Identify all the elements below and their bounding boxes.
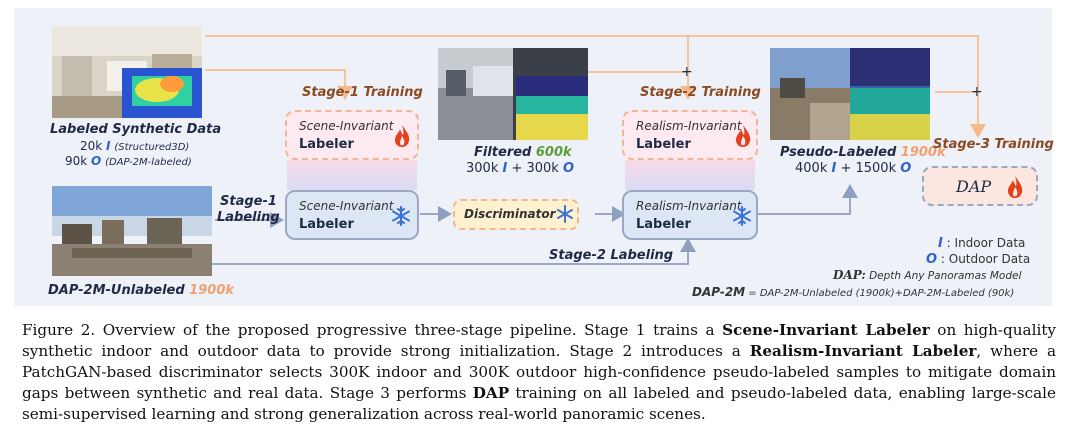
scene-labeler-top-line1: Scene-Invariant <box>299 119 394 133</box>
snowflake-icon <box>392 206 410 226</box>
pseudo-detail: 400k I + 1500k O <box>795 161 912 176</box>
scene-labeler-frozen: Scene-Invariant Labeler <box>285 190 419 240</box>
unlabeled-panorama-image <box>52 186 212 276</box>
filtered-title: Filtered 600k <box>474 145 572 160</box>
outdoor-symbol: O <box>91 154 102 168</box>
realism-labeler-top-line1: Realism-Invariant <box>636 119 742 133</box>
scene-labeler-trainable: Scene-Invariant Labeler <box>285 110 419 160</box>
synthetic-indoor-image <box>52 26 202 118</box>
stage2-plus: + <box>681 64 693 80</box>
to-pseudo-arrow <box>758 184 858 215</box>
stage1-labeling-line-a: Stage-1 <box>220 194 277 209</box>
dap-label: DAP <box>956 177 992 196</box>
flame-icon <box>395 125 410 147</box>
stage3-training-label: Stage-3 Training <box>933 137 1054 152</box>
legend-dap2m: DAP-2M = DAP-2M-Unlabeled (1900k)+DAP-2M… <box>692 285 1015 299</box>
snowflake-icon <box>733 206 751 226</box>
synthetic-line-1: 20k I (Structured3D) <box>80 139 190 153</box>
unlabeled-caption: DAP-2M-Unlabeled 1900k <box>48 283 235 298</box>
indoor-symbol: I <box>106 139 111 153</box>
realism-labeler-bottom-line2: Labeler <box>636 217 691 232</box>
stage2-labeling-label: Stage-2 Labeling <box>549 248 674 263</box>
flame-icon <box>736 125 751 147</box>
top-orange-line <box>205 35 986 138</box>
discriminator-label: Discriminator <box>464 207 556 221</box>
realism-labeler-frozen: Realism-Invariant Labeler <box>622 190 758 240</box>
flame-icon <box>1008 176 1023 198</box>
filtered-detail: 300k I + 300k O <box>466 161 575 176</box>
scene-labeler-bottom-line2: Labeler <box>299 217 354 232</box>
stage1-labeling-line-b: Labeling <box>217 210 280 225</box>
realism-labeler-top-line2: Labeler <box>636 137 691 152</box>
scene-labeler-bottom-line1: Scene-Invariant <box>299 199 394 213</box>
discriminator-box: Discriminator <box>453 199 579 230</box>
labeled-synthetic-title: Labeled Synthetic Data <box>50 122 222 137</box>
synthetic-line-2: 90k O (DAP-2M-labeled) <box>65 154 192 168</box>
stage3-plus: + <box>971 84 983 100</box>
legend-dap: DAP: Depth Any Panoramas Model <box>833 268 1022 282</box>
stage2-training-label: Stage-2 Training <box>640 85 761 100</box>
realism-labeler-bottom-line1: Realism-Invariant <box>636 199 742 213</box>
legend-indoor: I : Indoor Data <box>938 236 1026 251</box>
stage1-training-label: Stage-1 Training <box>302 85 423 100</box>
stage2-labeling-line <box>120 238 696 265</box>
dap-model-box: DAP <box>922 166 1038 206</box>
filtered-samples-image <box>438 48 588 140</box>
scene-labeler-top-line2: Labeler <box>299 137 354 152</box>
stage2-weight-transfer <box>625 160 755 190</box>
stage1-training-line <box>205 69 353 100</box>
unlabeled-count: 1900k <box>189 283 235 298</box>
snowflake-icon <box>557 205 573 223</box>
pseudo-count: 1900k <box>900 145 946 160</box>
filtered-count: 600k <box>535 145 572 160</box>
pseudo-labeled-image <box>770 48 930 140</box>
legend-outdoor: O : Outdoor Data <box>926 252 1031 267</box>
realism-labeler-trainable: Realism-Invariant Labeler <box>622 110 758 160</box>
stage1-weight-transfer <box>287 160 417 190</box>
pseudo-title: Pseudo-Labeled 1900k <box>780 145 946 160</box>
figure-caption: Figure 2. Overview of the proposed progr… <box>22 321 1057 423</box>
